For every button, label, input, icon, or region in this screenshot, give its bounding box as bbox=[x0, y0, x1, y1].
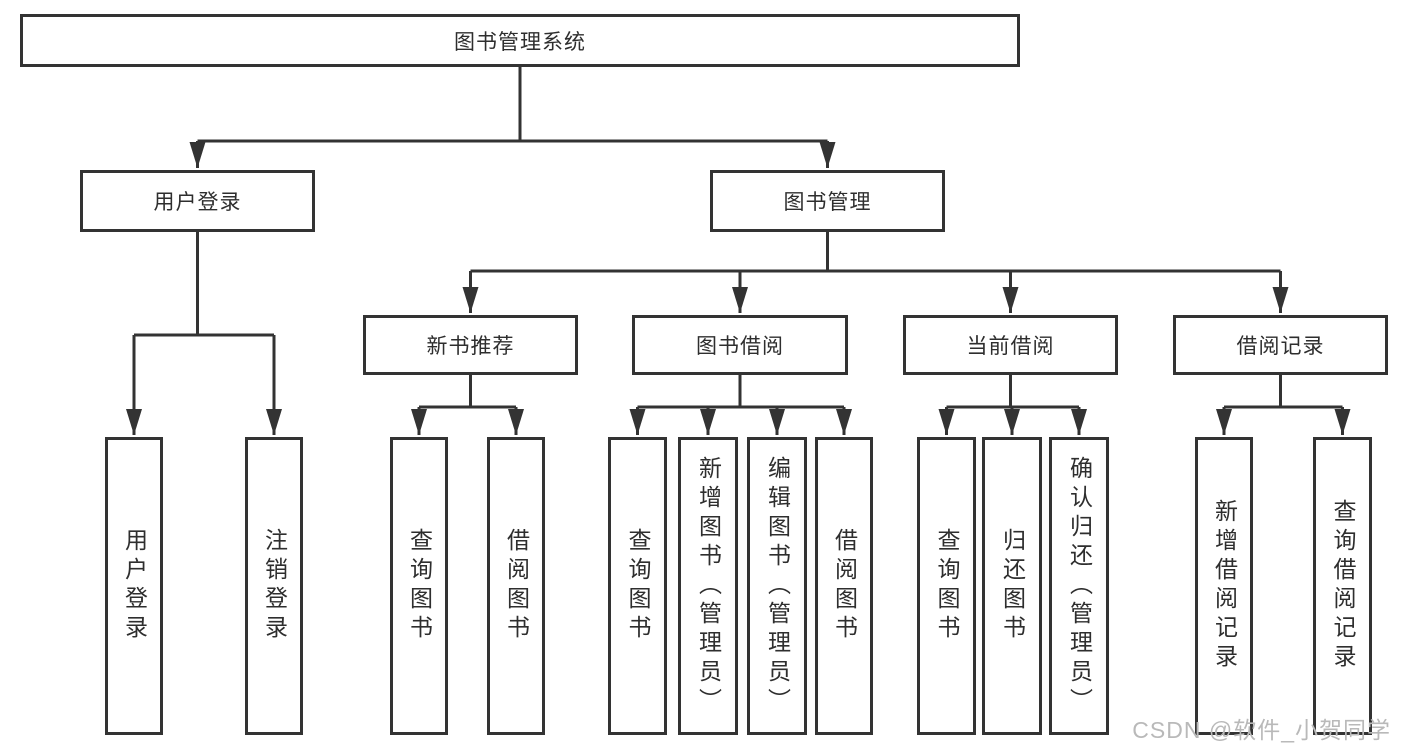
leaf-logout-label: 注销登录 bbox=[261, 528, 288, 644]
leaf-edit-books-admin: 编辑图书（管理员） bbox=[747, 437, 807, 735]
leaf-query-books-3-label: 查询图书 bbox=[934, 528, 960, 644]
leaf-return-books-label: 归还图书 bbox=[999, 528, 1026, 644]
leaf-add-borrow-record: 新增借阅记录 bbox=[1195, 437, 1253, 735]
leaf-edit-books-admin-label: 编辑图书（管理员） bbox=[764, 455, 791, 717]
leaf-confirm-return-admin: 确认归还（管理员） bbox=[1049, 437, 1109, 735]
leaf-borrow-books-2: 借阅图书 bbox=[815, 437, 873, 735]
node-user-login: 用户登录 bbox=[80, 170, 315, 232]
leaf-query-borrow-record: 查询借阅记录 bbox=[1313, 437, 1372, 735]
leaf-query-books-1-label: 查询图书 bbox=[406, 528, 433, 644]
leaf-add-books-admin-label: 新增图书（管理员） bbox=[695, 455, 722, 717]
leaf-borrow-books-1-label: 借阅图书 bbox=[503, 528, 530, 644]
node-book-management: 图书管理 bbox=[710, 170, 945, 232]
node-current-borrowing: 当前借阅 bbox=[903, 315, 1118, 375]
csdn-watermark: CSDN @软件_小贺同学 bbox=[1132, 717, 1391, 743]
node-borrow-records: 借阅记录 bbox=[1173, 315, 1388, 375]
leaf-query-books-2-label: 查询图书 bbox=[625, 528, 651, 644]
leaf-borrow-books-2-label: 借阅图书 bbox=[831, 528, 858, 644]
leaf-return-books: 归还图书 bbox=[982, 437, 1042, 735]
leaf-query-books-2: 查询图书 bbox=[608, 437, 667, 735]
leaf-add-borrow-record-label: 新增借阅记录 bbox=[1211, 499, 1238, 673]
node-root: 图书管理系统 bbox=[20, 14, 1020, 67]
node-book-borrowing: 图书借阅 bbox=[632, 315, 848, 375]
leaf-query-books-1: 查询图书 bbox=[390, 437, 448, 735]
leaf-add-books-admin: 新增图书（管理员） bbox=[678, 437, 738, 735]
leaf-user-login: 用户登录 bbox=[105, 437, 163, 735]
leaf-query-borrow-record-label: 查询借阅记录 bbox=[1330, 499, 1356, 673]
leaf-confirm-return-admin-label: 确认归还（管理员） bbox=[1066, 455, 1093, 717]
leaf-query-books-3: 查询图书 bbox=[917, 437, 976, 735]
leaf-logout: 注销登录 bbox=[245, 437, 303, 735]
leaf-user-login-label: 用户登录 bbox=[121, 528, 148, 644]
node-new-book-recommend: 新书推荐 bbox=[363, 315, 578, 375]
leaf-borrow-books-1: 借阅图书 bbox=[487, 437, 545, 735]
